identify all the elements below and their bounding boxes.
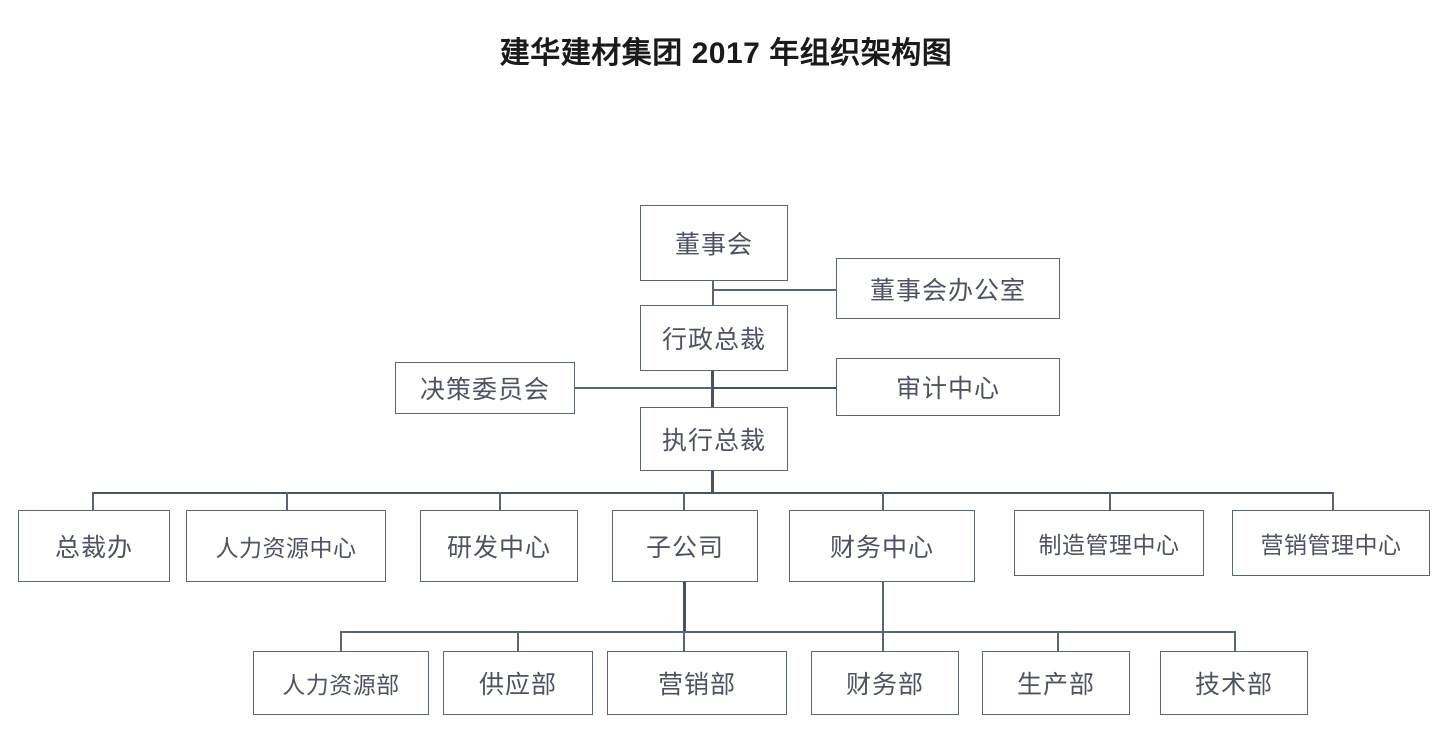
node-division-3[interactable]: 子公司 — [612, 510, 758, 582]
department-drop-3 — [683, 631, 685, 651]
node-executive-president-label: 执行总裁 — [661, 428, 766, 455]
node-department-4[interactable]: 生产部 — [982, 651, 1130, 715]
page-title: 建华建材集团 2017 年组织架构图 — [499, 37, 953, 70]
node-admin-president[interactable]: 行政总裁 — [640, 305, 788, 371]
division-bus-line — [93, 492, 1333, 495]
node-division-3-label: 子公司 — [645, 535, 724, 562]
division-drop-5 — [882, 492, 884, 511]
connector-board-to-admin — [712, 280, 714, 306]
division-drop-3 — [499, 492, 501, 511]
node-division-5-label: 制造管理中心 — [1038, 533, 1180, 558]
node-department-0[interactable]: 人力资源部 — [253, 651, 429, 715]
node-division-4-label: 财务中心 — [829, 535, 934, 562]
department-drop-4 — [882, 631, 884, 651]
department-drop-2 — [517, 631, 519, 651]
division-drop-2 — [286, 492, 288, 511]
node-audit-center-label: 审计中心 — [895, 376, 1000, 403]
node-division-1[interactable]: 人力资源中心 — [186, 510, 386, 582]
node-division-4[interactable]: 财务中心 — [789, 510, 975, 582]
connector-executive-to-division-bus — [711, 470, 714, 494]
node-division-6[interactable]: 营销管理中心 — [1232, 510, 1430, 576]
node-board-label: 董事会 — [674, 232, 753, 259]
node-department-3-label: 财务部 — [845, 672, 924, 699]
department-drop-5 — [1057, 631, 1059, 651]
department-bus-line — [340, 631, 1235, 633]
node-decision-committee[interactable]: 决策委员会 — [395, 362, 575, 414]
connector-finance-to-department-bus — [882, 582, 884, 632]
node-division-5[interactable]: 制造管理中心 — [1014, 510, 1204, 576]
department-drop-1 — [340, 631, 342, 651]
connector-spine-to-audit-center — [712, 387, 836, 390]
node-department-0-label: 人力资源部 — [282, 673, 400, 698]
node-board-office[interactable]: 董事会办公室 — [836, 258, 1060, 319]
node-department-3[interactable]: 财务部 — [811, 651, 959, 715]
node-division-0-label: 总裁办 — [54, 535, 133, 562]
department-drop-6 — [1234, 631, 1236, 651]
node-admin-president-label: 行政总裁 — [661, 327, 766, 354]
division-drop-7 — [1332, 492, 1334, 511]
node-audit-center[interactable]: 审计中心 — [836, 358, 1060, 416]
connector-subsidiary-to-department-bus — [683, 582, 686, 632]
node-department-1-label: 供应部 — [478, 672, 557, 699]
node-division-6-label: 营销管理中心 — [1260, 533, 1402, 558]
node-decision-committee-label: 决策委员会 — [419, 377, 550, 404]
node-department-2[interactable]: 营销部 — [607, 651, 787, 715]
connector-spine-to-decision-committee — [574, 387, 714, 389]
node-department-5-label: 技术部 — [1194, 672, 1273, 699]
node-division-1-label: 人力资源中心 — [215, 536, 357, 561]
node-division-2-label: 研发中心 — [446, 535, 551, 562]
node-division-0[interactable]: 总裁办 — [18, 510, 170, 582]
division-drop-6 — [1109, 492, 1111, 511]
division-drop-1 — [92, 492, 94, 511]
division-drop-4 — [683, 492, 685, 511]
node-board[interactable]: 董事会 — [640, 205, 788, 281]
connector-board-to-board-office — [712, 289, 836, 291]
node-department-1[interactable]: 供应部 — [443, 651, 593, 715]
node-department-4-label: 生产部 — [1016, 672, 1095, 699]
node-division-2[interactable]: 研发中心 — [420, 510, 578, 582]
node-executive-president[interactable]: 执行总裁 — [640, 407, 788, 471]
node-board-office-label: 董事会办公室 — [869, 277, 1026, 305]
node-department-5[interactable]: 技术部 — [1160, 651, 1308, 715]
node-department-2-label: 营销部 — [657, 672, 736, 699]
